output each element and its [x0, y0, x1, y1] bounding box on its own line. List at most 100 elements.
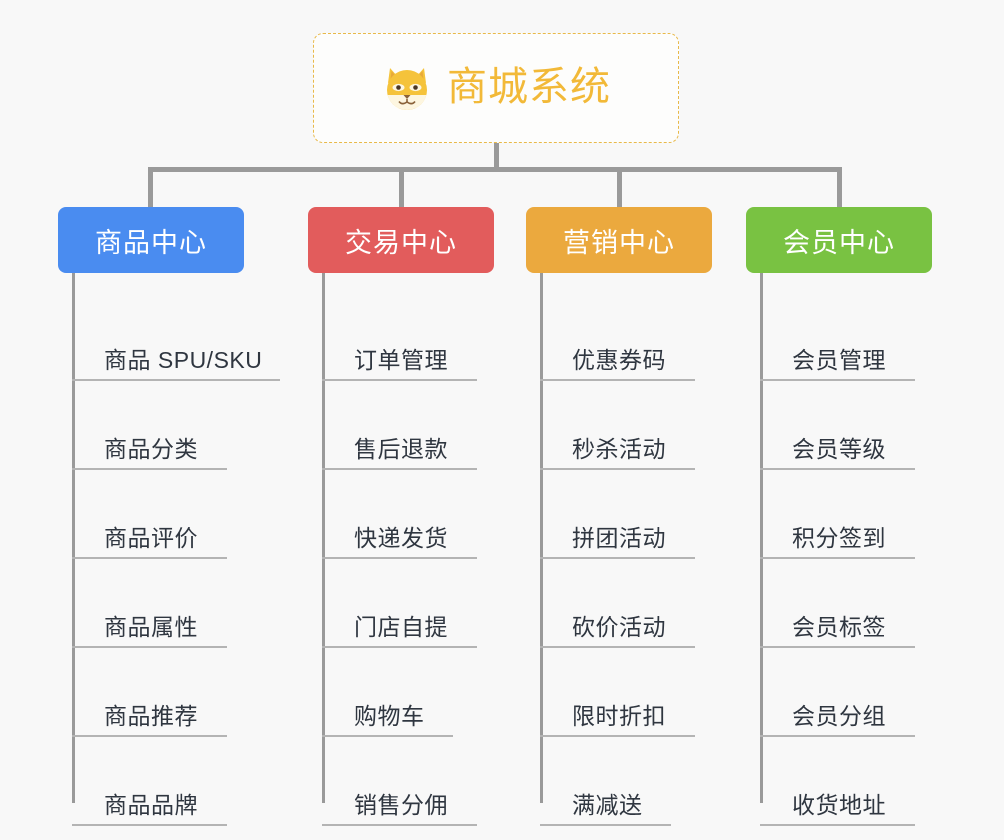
leaf-item-label: 优惠券码	[572, 347, 666, 373]
leaf-item-label: 会员标签	[792, 614, 886, 640]
leaf-item[interactable]: 商品分类	[72, 381, 262, 470]
leaf-item-underline	[72, 468, 227, 470]
leaf-item-label: 限时折扣	[572, 703, 666, 729]
leaf-item-label: 销售分佣	[354, 792, 448, 818]
category-header-label: 交易中心	[345, 227, 457, 258]
leaf-item-underline	[760, 646, 915, 648]
leaf-item[interactable]: 商品属性	[72, 559, 262, 648]
root-title: 商城系统	[447, 64, 611, 109]
leaf-item[interactable]: 销售分佣	[322, 737, 477, 826]
leaf-item-underline	[322, 824, 477, 826]
leaf-item[interactable]: 会员标签	[760, 559, 915, 648]
leaf-item-label: 售后退款	[354, 436, 448, 462]
root-node[interactable]: 商城系统	[313, 33, 679, 143]
leaf-item-underline	[322, 379, 477, 381]
leaf-item[interactable]: 优惠券码	[540, 292, 695, 381]
category-column-1: 商品中心	[58, 207, 244, 273]
category-header-2[interactable]: 交易中心	[308, 207, 494, 273]
leaf-list-1: 商品 SPU/SKU 商品分类商品评价商品属性商品推荐商品品牌	[72, 292, 280, 826]
leaf-list-2: 订单管理售后退款快递发货门店自提购物车销售分佣	[322, 292, 477, 826]
leaf-item-label: 收货地址	[792, 792, 886, 818]
leaf-item-underline	[540, 735, 695, 737]
leaf-list-3: 优惠券码秒杀活动拼团活动砍价活动限时折扣满减送	[540, 292, 695, 826]
category-header-3[interactable]: 营销中心	[526, 207, 712, 273]
category-header-label: 营销中心	[563, 227, 675, 258]
leaf-list-4: 会员管理会员等级积分签到会员标签会员分组收货地址	[760, 292, 915, 826]
branch-spine-3	[540, 273, 543, 803]
leaf-item[interactable]: 商品 SPU/SKU	[72, 292, 280, 381]
leaf-item-underline	[322, 735, 453, 737]
category-column-3: 营销中心	[526, 207, 712, 273]
leaf-item-underline	[322, 557, 477, 559]
leaf-item[interactable]: 砍价活动	[540, 559, 695, 648]
leaf-item-label: 商品品牌	[104, 792, 198, 818]
leaf-item-underline	[540, 379, 695, 381]
leaf-item-label: 订单管理	[354, 347, 448, 373]
connector-root-stem	[494, 143, 499, 170]
leaf-item[interactable]: 商品推荐	[72, 648, 262, 737]
category-column-2: 交易中心	[308, 207, 494, 273]
leaf-item-label: 快递发货	[354, 525, 448, 551]
leaf-item-label: 门店自提	[354, 614, 448, 640]
branch-spine-2	[322, 273, 325, 803]
leaf-item[interactable]: 商品评价	[72, 470, 262, 559]
leaf-item[interactable]: 收货地址	[760, 737, 915, 826]
leaf-item-underline	[760, 468, 915, 470]
leaf-item[interactable]: 门店自提	[322, 559, 477, 648]
category-header-label: 会员中心	[783, 227, 895, 258]
category-header-label: 商品中心	[95, 227, 207, 258]
leaf-item[interactable]: 售后退款	[322, 381, 477, 470]
leaf-item[interactable]: 购物车	[322, 648, 453, 737]
leaf-item[interactable]: 会员分组	[760, 648, 915, 737]
connector-drop-3	[617, 167, 622, 208]
leaf-item-underline	[72, 379, 280, 381]
leaf-item-underline	[540, 646, 695, 648]
connector-drop-1	[148, 167, 153, 208]
leaf-item-underline	[72, 735, 227, 737]
leaf-item[interactable]: 会员等级	[760, 381, 915, 470]
leaf-item-label: 购物车	[354, 703, 425, 729]
leaf-item-underline	[760, 735, 915, 737]
leaf-item-underline	[540, 824, 671, 826]
leaf-item-underline	[760, 824, 915, 826]
branch-spine-1	[72, 273, 75, 803]
leaf-item[interactable]: 限时折扣	[540, 648, 695, 737]
leaf-item[interactable]: 商品品牌	[72, 737, 262, 826]
category-column-4: 会员中心	[746, 207, 932, 273]
connector-drop-2	[399, 167, 404, 208]
connector-horizontal-bus	[148, 167, 842, 172]
leaf-item-label: 商品分类	[104, 436, 198, 462]
branch-spine-4	[760, 273, 763, 803]
shiba-dog-face-icon	[381, 62, 433, 114]
leaf-item-label: 商品推荐	[104, 703, 198, 729]
leaf-item[interactable]: 快递发货	[322, 470, 477, 559]
leaf-item-label: 积分签到	[792, 525, 886, 551]
leaf-item[interactable]: 订单管理	[322, 292, 477, 381]
leaf-item-label: 拼团活动	[572, 525, 666, 551]
category-header-1[interactable]: 商品中心	[58, 207, 244, 273]
leaf-item-label: 商品评价	[104, 525, 198, 551]
leaf-item-label: 会员分组	[792, 703, 886, 729]
leaf-item-label: 会员管理	[792, 347, 886, 373]
leaf-item-underline	[540, 468, 695, 470]
leaf-item-underline	[322, 646, 477, 648]
leaf-item-underline	[760, 379, 915, 381]
leaf-item-underline	[322, 468, 477, 470]
leaf-item-label: 商品属性	[104, 614, 198, 640]
leaf-item[interactable]: 秒杀活动	[540, 381, 695, 470]
leaf-item[interactable]: 拼团活动	[540, 470, 695, 559]
leaf-item-label: 满减送	[572, 792, 643, 818]
leaf-item-underline	[760, 557, 915, 559]
leaf-item[interactable]: 会员管理	[760, 292, 915, 381]
leaf-item-underline	[72, 557, 227, 559]
leaf-item-underline	[72, 646, 227, 648]
leaf-item-label: 商品 SPU/SKU	[104, 347, 263, 373]
leaf-item-label: 秒杀活动	[572, 436, 666, 462]
leaf-item-underline	[72, 824, 227, 826]
category-header-4[interactable]: 会员中心	[746, 207, 932, 273]
leaf-item-label: 砍价活动	[572, 614, 666, 640]
leaf-item-label: 会员等级	[792, 436, 886, 462]
leaf-item[interactable]: 积分签到	[760, 470, 915, 559]
leaf-item[interactable]: 满减送	[540, 737, 671, 826]
